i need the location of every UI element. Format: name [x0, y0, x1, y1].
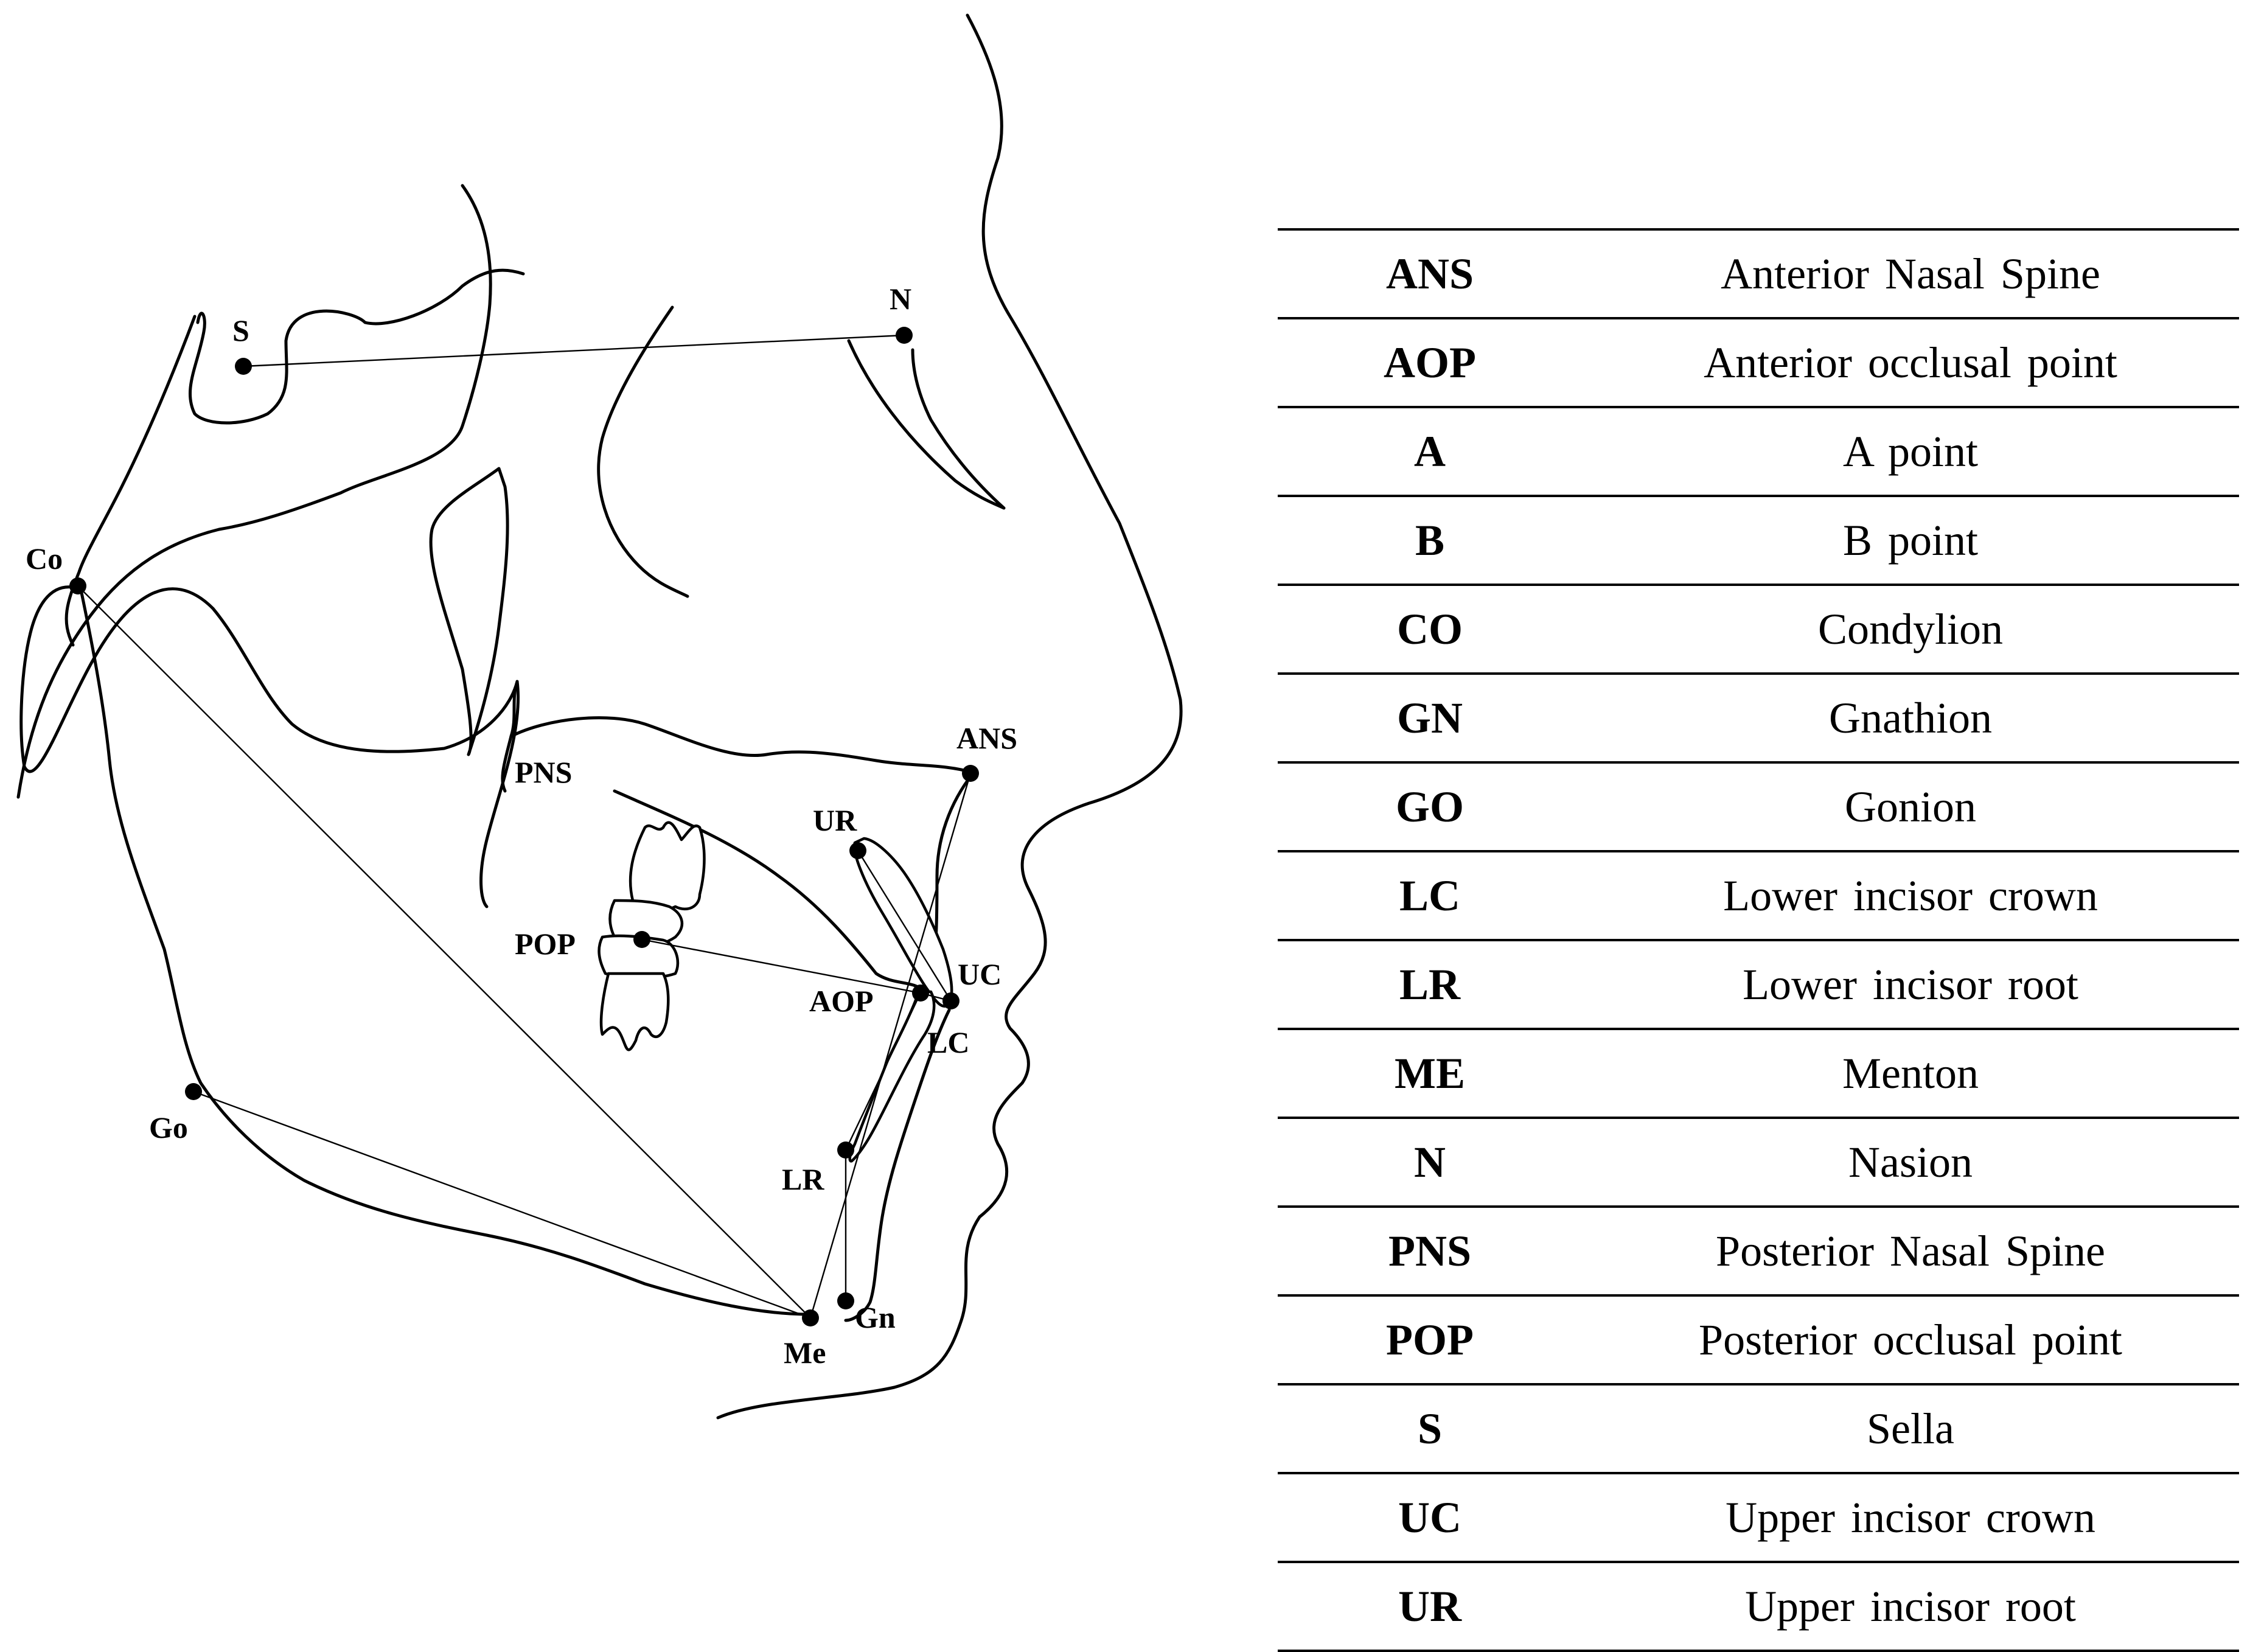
mandible-border [19, 585, 519, 793]
dot-n [896, 327, 913, 344]
dot-ur [849, 842, 866, 859]
lower-incisor [848, 990, 936, 1163]
label-ur: UR [813, 803, 857, 837]
legend-abbr: PNS [1278, 1205, 1582, 1295]
dot-co [69, 577, 86, 594]
label-aop: AOP [809, 984, 874, 1018]
legend-name: Posterior occlusal point [1582, 1294, 2239, 1384]
legend-abbr: B [1278, 495, 1582, 585]
label-gn: Gn [855, 1300, 896, 1334]
dot-ans [962, 765, 979, 782]
legend-name: Posterior Nasal Spine [1582, 1205, 2239, 1295]
legend-abbr: GN [1278, 672, 1582, 762]
dot-go [185, 1083, 202, 1100]
landmark-labels: S N Co PNS ANS UR POP AOP UC LC Go LR Gn… [26, 282, 1017, 1370]
label-lr: LR [782, 1162, 824, 1196]
frontal-contour [847, 339, 1006, 510]
measurement-lines [77, 334, 972, 1319]
label-me: Me [784, 1336, 826, 1370]
dot-uc [942, 992, 960, 1009]
legend-name: Upper incisor crown [1582, 1472, 2239, 1562]
legend-abbr: UC [1278, 1472, 1582, 1562]
label-s: S [232, 313, 249, 347]
label-ans: ANS [956, 721, 1017, 755]
legend-abbr: A [1278, 406, 1582, 496]
legend-name: Condylion [1582, 584, 2239, 674]
label-go: Go [149, 1110, 188, 1145]
pterygomaxillary-fissure [429, 467, 509, 756]
label-lc: LC [927, 1025, 969, 1059]
label-pop: POP [515, 927, 576, 961]
symphysis-inner [844, 1008, 951, 1322]
dot-s [235, 358, 252, 375]
legend-name: Gnathion [1582, 672, 2239, 762]
palatal-contour [479, 680, 975, 908]
legend-abbr: S [1278, 1383, 1582, 1473]
legend-name: Upper incisor root [1582, 1561, 2239, 1652]
legend-abbr: CO [1278, 584, 1582, 674]
legend-name: Lower incisor root [1582, 939, 2239, 1029]
legend-abbr: UR [1278, 1561, 1582, 1652]
soft-tissue-profile [716, 13, 1183, 1420]
label-co: Co [26, 542, 63, 576]
dot-pop [633, 931, 650, 948]
legend-name: Menton [1582, 1028, 2239, 1118]
legend-abbr: LR [1278, 939, 1582, 1029]
label-uc: UC [958, 957, 1001, 991]
label-pns: PNS [515, 755, 572, 789]
cephalometric-tracing: S N Co PNS ANS UR POP AOP UC LC Go LR Gn… [16, 13, 1183, 1420]
legend-abbr: GO [1278, 761, 1582, 851]
mandible-ramus-body [77, 579, 811, 1316]
dot-gn [837, 1292, 854, 1309]
label-n: N [890, 282, 911, 316]
maxilla-anterior [613, 789, 927, 994]
landmark-dots [69, 327, 979, 1326]
orbit-contour [597, 305, 689, 598]
legend-abbr: ME [1278, 1028, 1582, 1118]
legend-name: Anterior occlusal point [1582, 317, 2239, 407]
legend-name: Lower incisor crown [1582, 850, 2239, 940]
sella-turcica [189, 268, 525, 425]
posterior-teeth [597, 821, 706, 1051]
legend-abbr: N [1278, 1117, 1582, 1207]
legend-name: A point [1582, 406, 2239, 496]
legend-name: Gonion [1582, 761, 2239, 851]
legend-abbr: LC [1278, 850, 1582, 940]
legend-name: Anterior Nasal Spine [1582, 228, 2239, 318]
legend-abbr: ANS [1278, 228, 1582, 318]
cranial-base [16, 184, 492, 799]
dot-lr [837, 1141, 854, 1159]
legend-name: Sella [1582, 1383, 2239, 1473]
dot-aop [912, 985, 929, 1002]
ramus-posterior [64, 315, 197, 647]
legend-name: B point [1582, 495, 2239, 585]
legend-abbr: AOP [1278, 317, 1582, 407]
legend-abbr: POP [1278, 1294, 1582, 1384]
legend-name: Nasion [1582, 1117, 2239, 1207]
dot-me [802, 1309, 819, 1326]
